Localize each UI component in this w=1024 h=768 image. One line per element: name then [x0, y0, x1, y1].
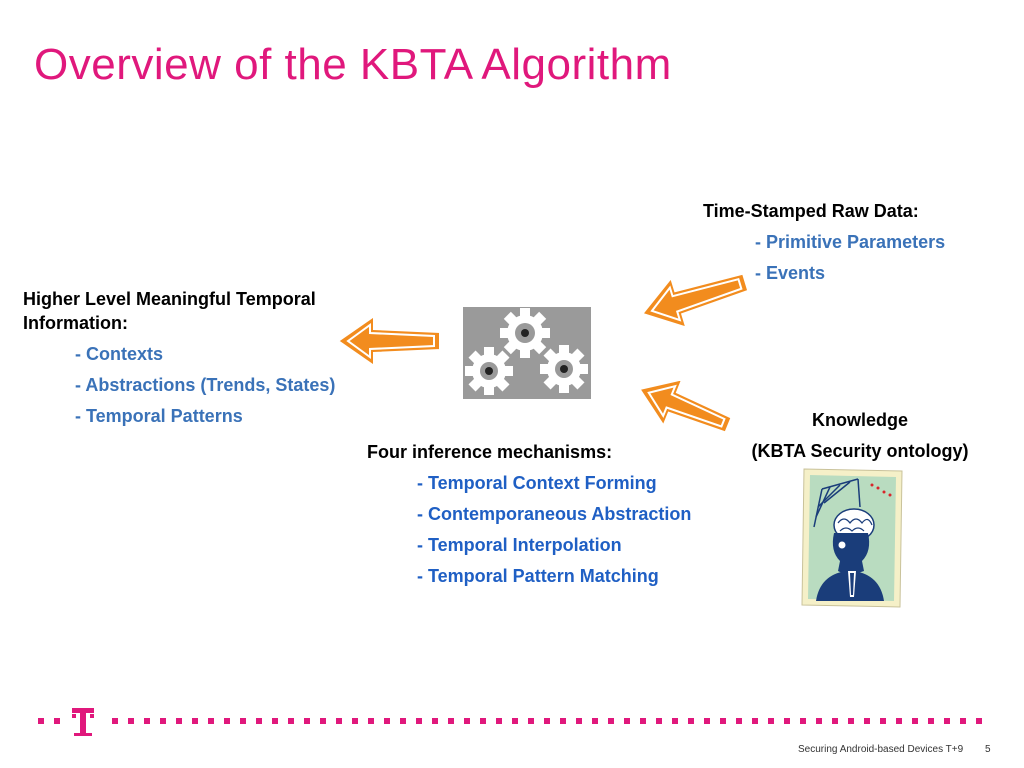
- knowledge-block: Knowledge (KBTA Security ontology): [740, 405, 980, 467]
- footer-dot: [224, 718, 230, 724]
- footer-dot: [640, 718, 646, 724]
- higher-level-item: - Contexts: [75, 344, 164, 364]
- footer-dot: [112, 718, 118, 724]
- footer-dot: [800, 718, 806, 724]
- footer-dot: [688, 718, 694, 724]
- footer-dot: [384, 718, 390, 724]
- footer-dot: [896, 718, 902, 724]
- footer-dot: [256, 718, 262, 724]
- footer-dot: [736, 718, 742, 724]
- footer-dot: [464, 718, 470, 724]
- footer-dot: [544, 718, 550, 724]
- higher-level-block: Higher Level Meaningful Temporal Informa…: [23, 287, 363, 432]
- raw-data-item: - Events: [755, 263, 826, 283]
- brain-head-clipart: [801, 468, 903, 608]
- footer-dot: [912, 718, 918, 724]
- footer-dot: [160, 718, 166, 724]
- footer-dot: [976, 718, 982, 724]
- footer-dot: [928, 718, 934, 724]
- footer-dot: [528, 718, 534, 724]
- page-number: 5: [985, 744, 991, 755]
- footer-dot: [768, 718, 774, 724]
- footer-dot: [576, 718, 582, 724]
- higher-level-heading: Higher Level Meaningful Temporal Informa…: [23, 289, 316, 333]
- footer-dot: [832, 718, 838, 724]
- footer-dot: [608, 718, 614, 724]
- footer-dot: [864, 718, 870, 724]
- footer-dot: [848, 718, 854, 724]
- footer-dot: [448, 718, 454, 724]
- inference-item: - Temporal Pattern Matching: [417, 566, 659, 586]
- footer-dot: [880, 718, 886, 724]
- footer-dot: [336, 718, 342, 724]
- footer-dot: [400, 718, 406, 724]
- footer-text: Securing Android-based Devices T+9: [798, 744, 964, 755]
- knowledge-heading: Knowledge: [811, 410, 908, 430]
- orange-arrow-icon: [637, 377, 733, 434]
- footer-dot: [288, 718, 294, 724]
- inference-item: - Temporal Context Forming: [417, 473, 657, 493]
- footer-dot: [192, 718, 198, 724]
- footer-dot: [784, 718, 790, 724]
- footer-dot: [128, 718, 134, 724]
- raw-data-heading: Time-Stamped Raw Data:: [703, 201, 919, 221]
- footer-dot: [656, 718, 662, 724]
- footer-dot: [944, 718, 950, 724]
- footer-dot: [320, 718, 326, 724]
- slide-title: Overview of the KBTA Algorithm: [34, 40, 672, 89]
- orange-arrow-icon: [640, 272, 750, 330]
- footer-dot: [240, 718, 246, 724]
- gears-icon: [463, 307, 591, 399]
- footer-dot: [432, 718, 438, 724]
- footer-dot: [416, 718, 422, 724]
- footer-dot: [512, 718, 518, 724]
- inference-block: Four inference mechanisms: - Temporal Co…: [367, 437, 691, 592]
- footer-dot: [208, 718, 214, 724]
- footer-dot: [752, 718, 758, 724]
- footer-dot: [352, 718, 358, 724]
- knowledge-subheading: (KBTA Security ontology): [751, 441, 969, 461]
- footer-dot: [272, 718, 278, 724]
- footer-dot: [816, 718, 822, 724]
- footer-dot: [496, 718, 502, 724]
- footer-dot: [592, 718, 598, 724]
- inference-item: - Temporal Interpolation: [417, 535, 622, 555]
- inference-heading: Four inference mechanisms:: [367, 442, 613, 462]
- higher-level-item: - Temporal Patterns: [75, 406, 243, 426]
- telekom-t-logo: [72, 708, 94, 736]
- inference-item: - Contemporaneous Abstraction: [417, 504, 692, 524]
- footer-dot: [672, 718, 678, 724]
- footer-dot: [704, 718, 710, 724]
- footer-dot: [560, 718, 566, 724]
- footer-dot: [720, 718, 726, 724]
- raw-data-block: Time-Stamped Raw Data: - Primitive Param…: [703, 196, 945, 289]
- footer-dot: [144, 718, 150, 724]
- orange-arrow-icon: [336, 314, 441, 368]
- footer-dot: [624, 718, 630, 724]
- footer-dot: [480, 718, 486, 724]
- footer-dot: [960, 718, 966, 724]
- higher-level-item: - Abstractions (Trends, States): [75, 375, 336, 395]
- footer-dot: [304, 718, 310, 724]
- raw-data-item: - Primitive Parameters: [755, 232, 946, 252]
- footer-dot: [176, 718, 182, 724]
- footer-dot: [368, 718, 374, 724]
- footer-logo-bar: [38, 708, 982, 736]
